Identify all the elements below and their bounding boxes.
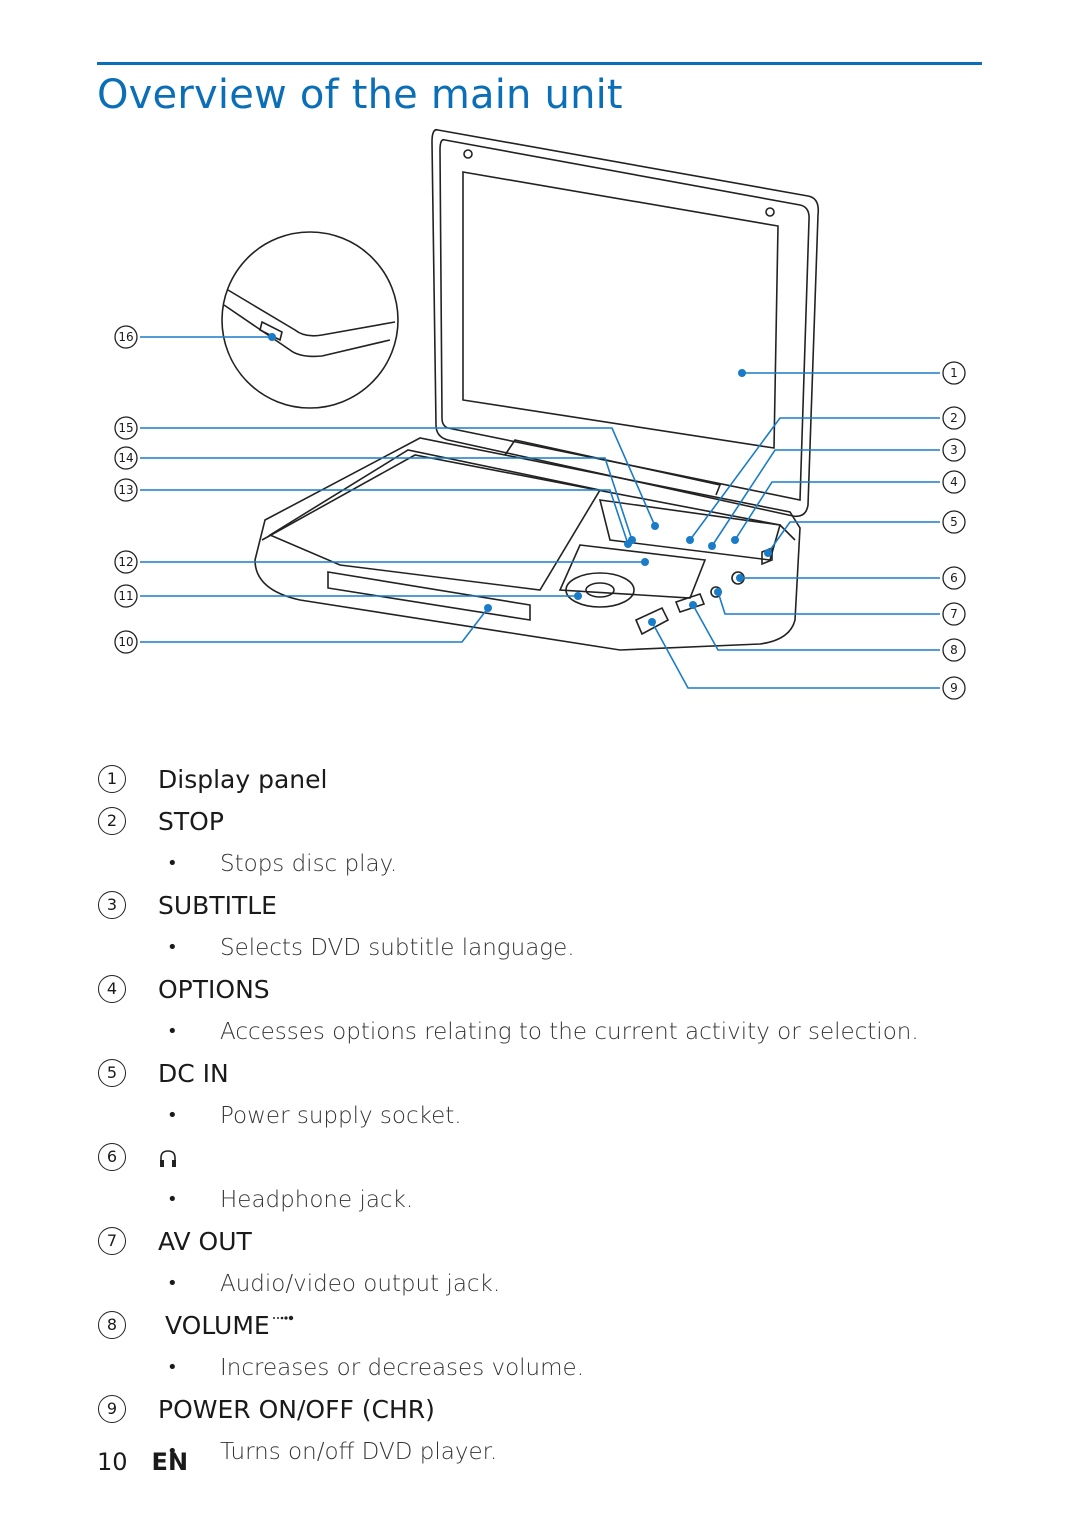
list-item: 8 VOLUME • Increases or decreases volume… — [97, 1308, 977, 1386]
item-label: AV OUT — [158, 1227, 252, 1256]
item-number: 8 — [98, 1311, 126, 1339]
callout-4: 4 — [950, 475, 958, 489]
item-description: Audio/video output jack. — [220, 1271, 501, 1297]
language-code: EN — [151, 1448, 189, 1476]
page-footer: 10 EN — [97, 1448, 188, 1476]
item-number: 1 — [98, 765, 126, 793]
item-description: Headphone jack. — [220, 1187, 414, 1213]
page-number: 10 — [97, 1448, 128, 1476]
item-description: Power supply socket. — [220, 1103, 462, 1129]
item-description: Selects DVD subtitle language. — [220, 935, 575, 961]
item-number: 4 — [98, 975, 126, 1003]
callout-2: 2 — [950, 411, 958, 425]
item-label: OPTIONS — [158, 975, 270, 1004]
list-item: 2 STOP • Stops disc play. — [97, 804, 977, 882]
volume-icon — [272, 1315, 293, 1321]
item-label: Display panel — [158, 765, 328, 794]
item-number: 5 — [98, 1059, 126, 1087]
callout-1: 1 — [950, 366, 958, 380]
list-item: 6 • Headphone jack. — [97, 1140, 977, 1218]
bullet-icon: • — [167, 1021, 178, 1042]
callout-5: 5 — [950, 515, 958, 529]
callout-15: 15 — [118, 421, 133, 435]
item-number: 6 — [98, 1143, 126, 1171]
list-item: 9 POWER ON/OFF (CHR) • Turns on/off DVD … — [97, 1392, 977, 1470]
headphone-icon — [158, 1140, 178, 1176]
callout-6: 6 — [950, 571, 958, 585]
item-description: Increases or decreases volume. — [220, 1355, 585, 1381]
bullet-icon: • — [167, 937, 178, 958]
item-number: 7 — [98, 1227, 126, 1255]
bullet-icon: • — [167, 1189, 178, 1210]
item-label: DC IN — [158, 1059, 229, 1088]
bullet-icon: • — [167, 1441, 178, 1462]
callout-16: 16 — [118, 330, 133, 344]
callout-10: 10 — [118, 635, 133, 649]
callout-14: 14 — [118, 451, 133, 465]
item-description: Stops disc play. — [220, 851, 398, 877]
callout-13: 13 — [118, 483, 133, 497]
item-label: SUBTITLE — [158, 891, 277, 920]
volume-label: VOLUME — [165, 1311, 270, 1340]
dvd-player-diagram: 1 2 3 4 5 6 7 8 9 10 11 12 13 14 15 16 — [114, 128, 966, 700]
item-description: Turns on/off DVD player. — [220, 1439, 498, 1465]
item-number: 3 — [98, 891, 126, 919]
list-item: 7 AV OUT • Audio/video output jack. — [97, 1224, 977, 1302]
bullet-icon: • — [167, 853, 178, 874]
callout-11: 11 — [118, 589, 133, 603]
callout-9: 9 — [950, 681, 958, 695]
item-label: POWER ON/OFF (CHR) — [158, 1395, 435, 1424]
list-item: 1 Display panel — [97, 762, 977, 798]
item-number: 2 — [98, 807, 126, 835]
item-label: VOLUME — [165, 1308, 296, 1344]
list-item: 4 OPTIONS • Accesses options relating to… — [97, 972, 977, 1050]
item-list: 1 Display panel 2 STOP • Stops disc play… — [97, 762, 977, 1470]
callout-12: 12 — [118, 555, 133, 569]
list-item: 3 SUBTITLE • Selects DVD subtitle langua… — [97, 888, 977, 966]
item-number: 9 — [98, 1395, 126, 1423]
page-title: Overview of the main unit — [97, 72, 623, 118]
title-rule — [97, 62, 982, 65]
callout-8: 8 — [950, 643, 958, 657]
list-item: 5 DC IN • Power supply socket. — [97, 1056, 977, 1134]
callout-7: 7 — [950, 607, 958, 621]
bullet-icon: • — [167, 1273, 178, 1294]
item-label: STOP — [158, 807, 224, 836]
bullet-icon: • — [167, 1105, 178, 1126]
bullet-icon: • — [167, 1357, 178, 1378]
callout-3: 3 — [950, 443, 958, 457]
item-description: Accesses options relating to the current… — [220, 1019, 919, 1045]
